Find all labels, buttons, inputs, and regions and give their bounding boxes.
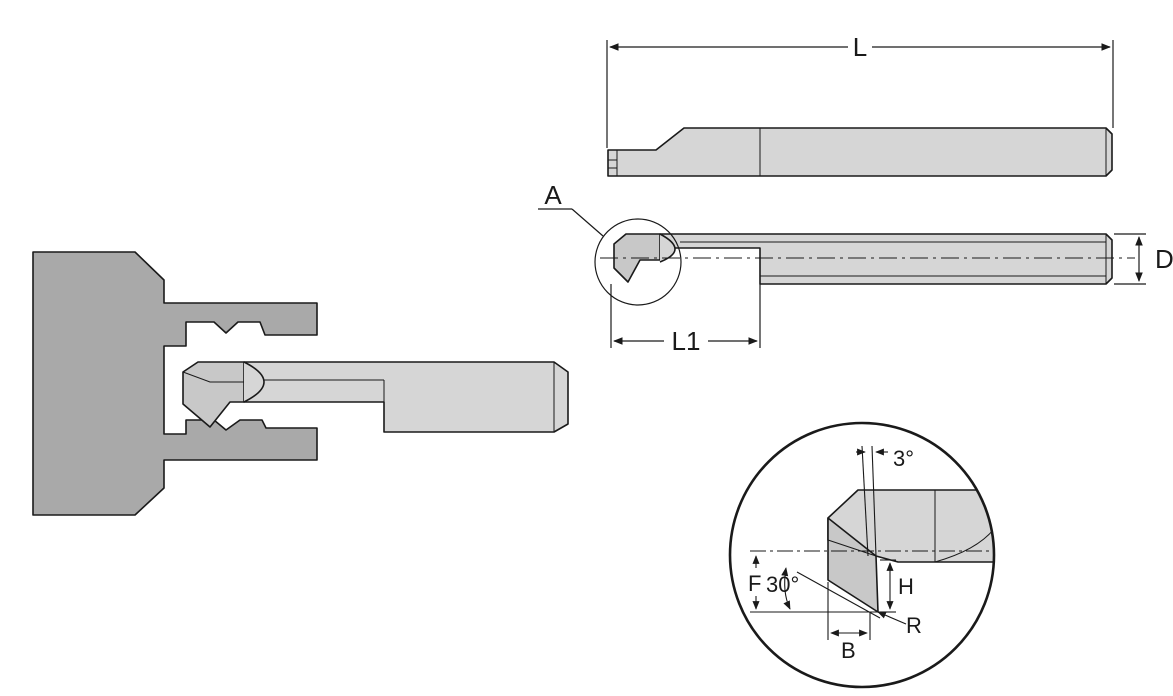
tool-holder <box>32 251 318 516</box>
side-angle-annotation <box>781 567 881 619</box>
dimension-cut-length <box>610 284 761 348</box>
detail-a-enlarged <box>728 421 996 689</box>
top-view <box>613 233 1113 285</box>
diameter-label: D <box>1155 244 1173 274</box>
overall-length-label: L <box>853 32 867 62</box>
detail-a-circle <box>594 218 682 306</box>
radius-label: R <box>906 613 922 638</box>
width-b-label: B <box>841 638 856 663</box>
relief-angle-annotation <box>856 445 888 557</box>
dimension-overall-length <box>606 40 1114 148</box>
boring-bar-shank <box>243 361 569 433</box>
relief-angle-label: 3° <box>893 446 914 471</box>
cutting-insert <box>182 361 245 428</box>
holder-assembly-view <box>32 251 569 516</box>
side-angle-label: 30° <box>766 572 799 597</box>
height-h-label: H <box>898 574 914 599</box>
side-view-body <box>607 127 1113 177</box>
dimension-diameter <box>1114 233 1146 285</box>
cut-length-label: L1 <box>672 326 701 356</box>
side-view <box>607 127 1113 177</box>
dimension-width-b <box>827 582 871 640</box>
detail-a-border <box>728 421 996 689</box>
height-f-label: F <box>748 571 761 596</box>
detail-a-label: A <box>544 180 562 210</box>
